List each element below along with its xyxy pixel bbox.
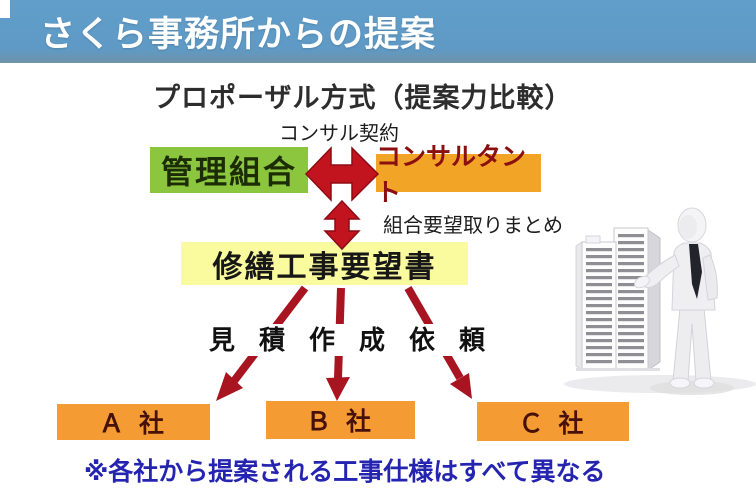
note-text: ※各社から提案される工事仕様はすべて異なる (84, 458, 606, 486)
title-bar: さくら事務所からの提案 (0, 0, 756, 63)
subtitle: プロポーザル方式（提案力比較） (153, 83, 573, 113)
bidirectional-arrow-horizontal-icon (304, 146, 380, 202)
presenter-person-icon (634, 207, 734, 395)
estimate-request-label: 見積作成依頼 (197, 324, 512, 356)
company-c-box: Ｃ 社 (477, 402, 629, 441)
consultant-box: コンサルタント (376, 143, 541, 207)
slide-title: さくら事務所からの提案 (40, 15, 437, 54)
tie-icon (689, 244, 702, 299)
building-person-illustration (564, 207, 756, 395)
consult-contract-label: コンサル契約 (279, 123, 399, 145)
building-icon (575, 227, 661, 371)
company-b-box: Ｂ 社 (266, 401, 415, 439)
company-a-box: Ａ 社 (57, 404, 210, 440)
repair-request-doc-box: 修繕工事要望書 (181, 242, 468, 285)
title-bar-notch (0, 0, 10, 18)
summary-label: 組合要望取りまとめ (383, 215, 563, 237)
management-association-box: 管理組合 (150, 147, 308, 193)
